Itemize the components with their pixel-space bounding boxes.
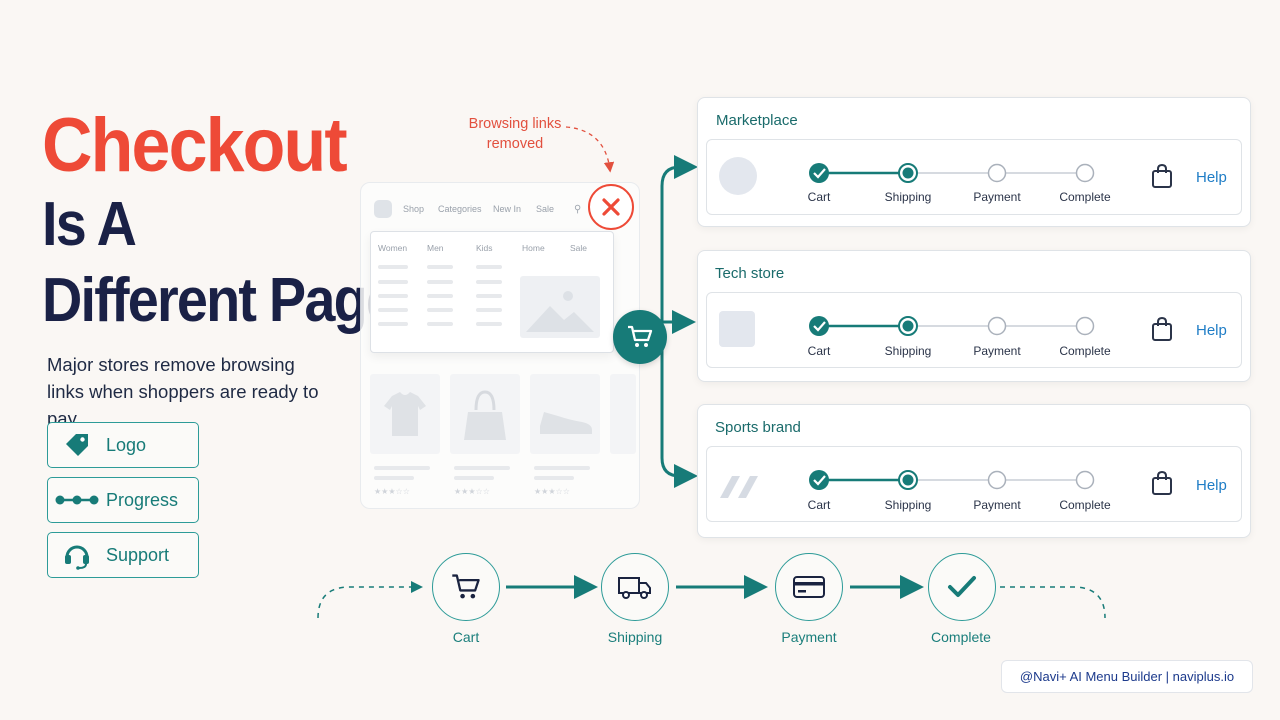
subtitle-line-1: Major stores remove browsing xyxy=(47,354,295,375)
stepper-1 xyxy=(809,163,1095,183)
step-cart: Cart xyxy=(807,344,831,358)
menu-col-men: Men xyxy=(427,243,444,253)
feature-progress: Progress xyxy=(47,477,199,523)
menu-line xyxy=(427,322,453,326)
product-line xyxy=(454,476,494,480)
logo-placeholder xyxy=(719,157,757,195)
flow-label-cart: Cart xyxy=(452,629,480,645)
product-tile xyxy=(610,374,636,454)
step-shipping: Shipping xyxy=(884,190,932,204)
product-tile xyxy=(450,374,520,454)
menu-line xyxy=(476,280,502,284)
feature-logo: Logo xyxy=(47,422,199,468)
stepper-3 xyxy=(809,470,1095,490)
feature-label: Support xyxy=(106,544,170,565)
sneaker-icon xyxy=(540,412,592,434)
step-complete: Complete xyxy=(1059,190,1111,204)
nav-categories: Categories xyxy=(438,204,482,214)
image-placeholder-icon xyxy=(520,276,600,338)
step-complete: Complete xyxy=(1059,344,1111,358)
nav-new-in: New In xyxy=(493,204,522,214)
cart-icon xyxy=(613,310,667,364)
menu-line xyxy=(476,294,502,298)
help-link[interactable]: Help xyxy=(1196,169,1227,186)
menu-line xyxy=(427,280,453,284)
flow-cart-icon xyxy=(432,553,500,621)
feature-label: Progress xyxy=(106,489,179,510)
annotation-line-2: removed xyxy=(486,136,544,152)
handbag-icon xyxy=(464,390,506,440)
tag-icon xyxy=(48,430,106,460)
card-title: Tech store xyxy=(715,265,785,282)
card-title: Sports brand xyxy=(715,419,801,436)
shopping-bag-icon xyxy=(1151,316,1173,347)
step-payment: Payment xyxy=(973,344,1021,358)
headset-icon xyxy=(48,540,106,570)
flow-label-complete: Complete xyxy=(931,629,991,645)
tshirt-icon xyxy=(384,392,426,436)
menu-col-kids: Kids xyxy=(476,243,493,253)
headline-different-page: Different Page xyxy=(42,266,397,335)
rating-stars: ★★★☆☆ xyxy=(534,487,570,496)
menu-col-sale: Sale xyxy=(570,243,588,253)
product-tile xyxy=(370,374,440,454)
menu-line xyxy=(427,308,453,312)
step-payment: Payment xyxy=(973,498,1021,512)
product-line xyxy=(454,466,510,470)
checkmark-icon xyxy=(928,553,996,621)
menu-line xyxy=(427,265,453,269)
feature-label: Logo xyxy=(106,434,147,455)
menu-line xyxy=(427,294,453,298)
rating-stars: ★★★☆☆ xyxy=(454,487,490,496)
menu-line xyxy=(378,280,408,284)
product-line xyxy=(374,476,414,480)
step-cart: Cart xyxy=(807,498,831,512)
search-icon: ⚲ xyxy=(574,204,582,215)
step-shipping: Shipping xyxy=(884,498,932,512)
credit-card-icon xyxy=(775,553,843,621)
footer-credit: @Navi+ AI Menu Builder | naviplus.io xyxy=(1001,660,1253,693)
step-payment: Payment xyxy=(973,190,1021,204)
product-tile xyxy=(530,374,600,454)
logo-placeholder xyxy=(719,311,755,347)
product-line xyxy=(374,466,430,470)
menu-line xyxy=(476,308,502,312)
progress-dots-icon xyxy=(48,494,106,506)
sports-logo-icon xyxy=(718,470,762,505)
step-shipping: Shipping xyxy=(884,344,932,358)
headline-checkout: Checkout xyxy=(42,103,348,188)
flow-label-payment: Payment xyxy=(781,629,837,645)
shopping-bag-icon xyxy=(1151,470,1173,501)
menu-line xyxy=(476,265,502,269)
menu-line xyxy=(378,322,408,326)
menu-line xyxy=(378,265,408,269)
menu-line xyxy=(476,322,502,326)
menu-col-home: Home xyxy=(522,243,545,253)
card-title: Marketplace xyxy=(716,112,798,129)
menu-line xyxy=(378,294,408,298)
headline-is-a: Is A xyxy=(42,190,137,259)
stepper-2 xyxy=(809,316,1095,336)
menu-line xyxy=(378,308,408,312)
store-logo-placeholder xyxy=(374,200,392,218)
truck-icon xyxy=(601,553,669,621)
shopping-bag-icon xyxy=(1151,163,1173,194)
step-cart: Cart xyxy=(807,190,831,204)
annotation-line-1: Browsing links xyxy=(468,116,562,132)
close-icon xyxy=(588,184,634,230)
product-line xyxy=(534,476,574,480)
rating-stars: ★★★☆☆ xyxy=(374,487,410,496)
step-complete: Complete xyxy=(1059,498,1111,512)
product-line xyxy=(534,466,590,470)
nav-sale: Sale xyxy=(536,204,555,214)
help-link[interactable]: Help xyxy=(1196,477,1227,494)
help-link[interactable]: Help xyxy=(1196,322,1227,339)
feature-support: Support xyxy=(47,532,199,578)
nav-shop: Shop xyxy=(403,204,425,214)
menu-col-women: Women xyxy=(378,243,408,253)
flow-label-shipping: Shipping xyxy=(607,629,663,645)
